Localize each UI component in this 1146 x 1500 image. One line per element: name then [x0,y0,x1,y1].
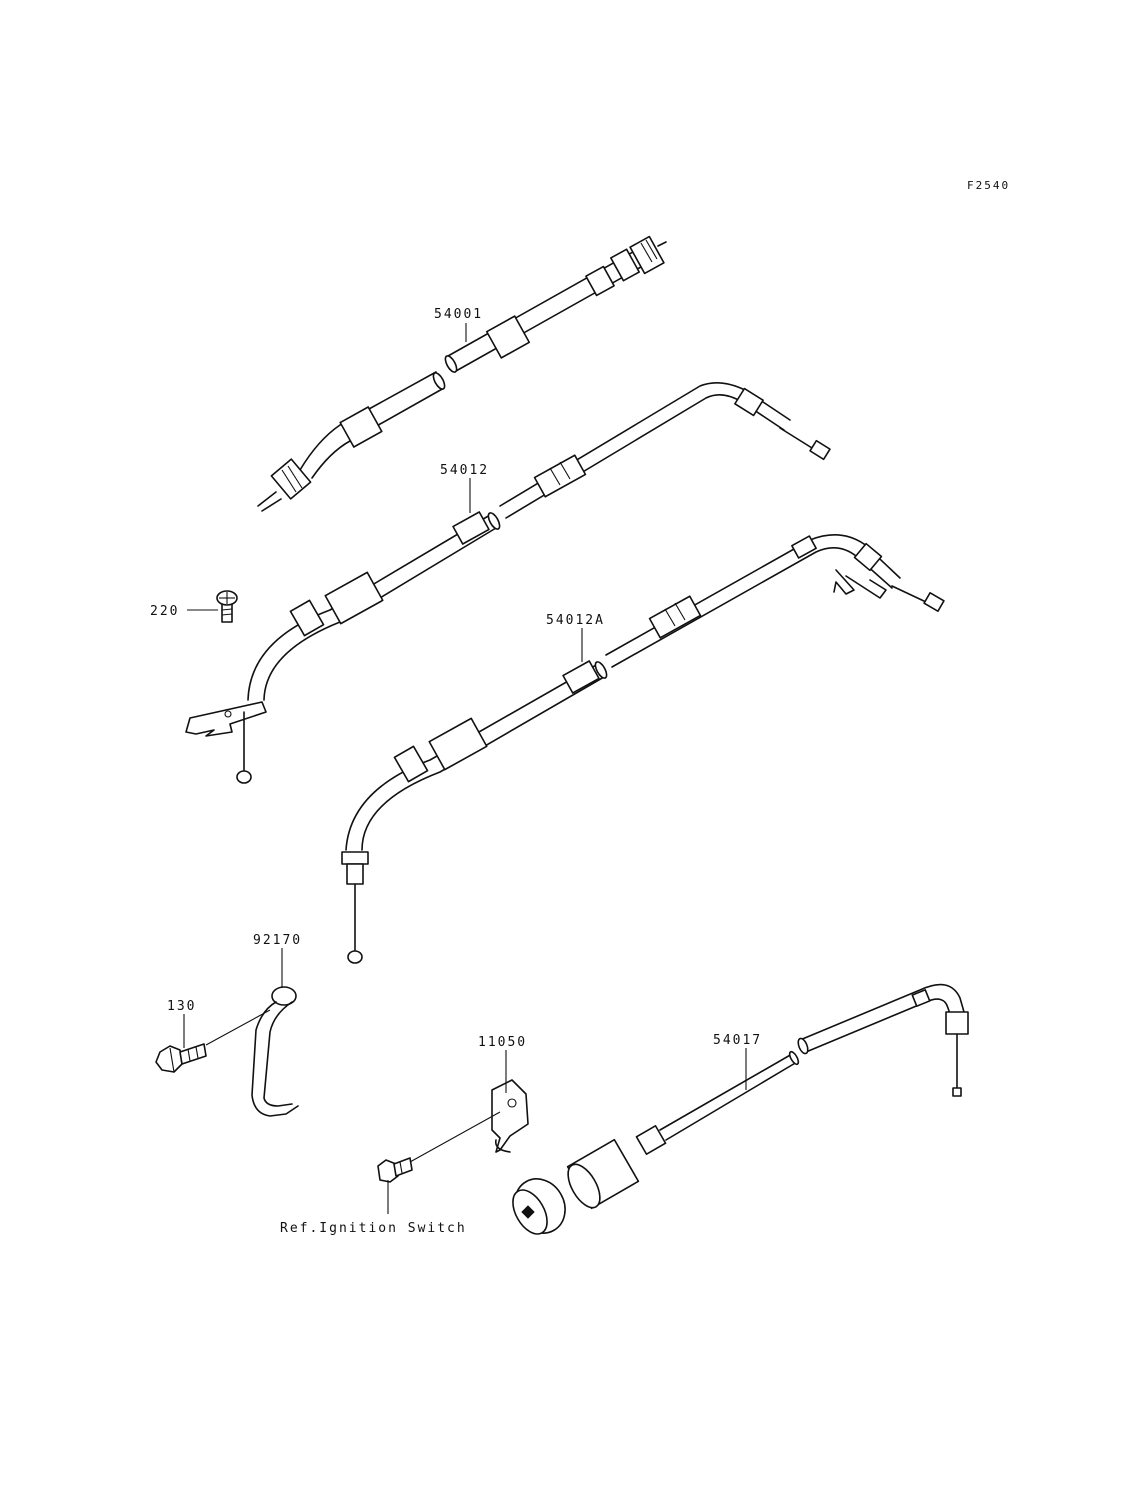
screw-220 [216,590,238,623]
callout-54012a: 54012A [546,613,605,628]
choke-cable-54017 [512,983,969,1235]
callout-11050: 11050 [478,1035,527,1050]
throttle-cable-54012 [185,382,831,784]
speedometer-cable [257,235,667,512]
throttle-cable-54012a [341,534,945,964]
callout-54017: 54017 [713,1033,762,1048]
ref-ignition-switch-label: Ref.Ignition Switch [280,1221,467,1236]
clamp-92170 [251,986,299,1117]
bracket-11050 [491,1079,529,1153]
callout-220: 220 [150,604,179,619]
bolt-130 [155,1043,207,1073]
callout-92170: 92170 [253,933,302,948]
callout-54012: 54012 [440,463,489,478]
callout-54001: 54001 [434,307,483,322]
ignition-switch-screw [377,1157,413,1183]
callout-130: 130 [167,999,196,1014]
figure-code: F2540 [967,179,1010,192]
